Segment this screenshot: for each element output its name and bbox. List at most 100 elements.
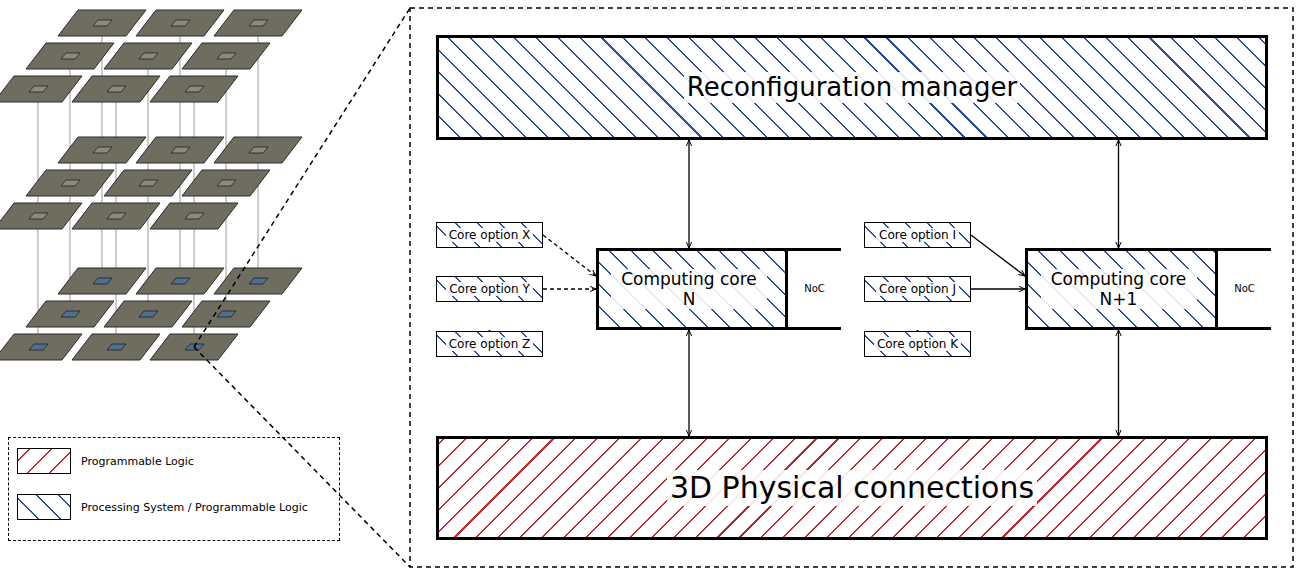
tile-core: [61, 53, 80, 59]
vertical-link: [38, 89, 39, 216]
box-label: Computing core N+1: [1041, 269, 1197, 310]
tile-core: [93, 20, 112, 26]
legend-entry: Processing System / Programmable Logic: [17, 494, 308, 520]
vertical-link: [226, 56, 227, 183]
chip-tile: [72, 76, 160, 102]
chip-tile: [26, 43, 114, 69]
noc-section: NoC: [1215, 248, 1271, 330]
tile-core: [217, 311, 236, 317]
box-label: Core option I: [876, 228, 959, 242]
connector-arrow: [543, 288, 596, 289]
zoom-frame: [410, 8, 1293, 567]
chip-tile: [58, 137, 146, 163]
chip-tile: [26, 301, 114, 327]
box-label: Core option J: [876, 282, 959, 296]
vertical-link: [70, 56, 71, 183]
chip-tile: [182, 43, 270, 69]
legend-label: Processing System / Programmable Logic: [81, 501, 308, 514]
chip-tile: [104, 43, 192, 69]
chip-tile: [58, 268, 146, 294]
component-box: Core option I: [864, 222, 971, 248]
box-label: Core option Z: [446, 337, 534, 351]
tile-core: [61, 311, 80, 317]
legend-box: Programmable LogicProcessing System / Pr…: [8, 437, 340, 541]
chip-tile: [26, 170, 114, 196]
chip-tile: [104, 170, 192, 196]
box-label: Core option K: [874, 337, 961, 351]
legend-label: Programmable Logic: [81, 455, 194, 468]
tile-core: [93, 147, 112, 153]
chip-tile: [136, 137, 224, 163]
tile-core: [171, 278, 190, 284]
box-label: Computing core N: [611, 269, 767, 310]
tile-core: [29, 86, 48, 92]
noc-label: NoC: [1231, 283, 1258, 295]
noc-section: NoC: [785, 248, 841, 330]
connector-arrow: [688, 140, 689, 248]
tile-core: [107, 86, 126, 92]
tile-core: [249, 147, 268, 153]
tile-core: [217, 180, 236, 186]
connector-arrow: [1118, 140, 1119, 248]
chip-tile: [0, 76, 82, 102]
tile-core: [139, 311, 158, 317]
connector-arrow: [543, 235, 596, 276]
component-box: Computing core N+1 NoC: [1025, 248, 1268, 330]
chip-tile: [150, 76, 238, 102]
zoom-line: [194, 8, 410, 347]
connector-arrow: [971, 288, 1025, 289]
tile-core: [185, 86, 204, 92]
tile-core: [185, 213, 204, 219]
chip-tile: [0, 203, 82, 229]
box-label: Core option Y: [446, 282, 533, 296]
legend-swatch: [17, 448, 71, 474]
component-box: 3D Physical connections: [436, 436, 1268, 540]
connector-arrow: [688, 330, 689, 436]
chip-tile: [136, 268, 224, 294]
tile-core: [171, 20, 190, 26]
chip-tile: [58, 10, 146, 36]
component-box: Core option J: [864, 276, 971, 302]
tile-core: [139, 53, 158, 59]
chip-tile: [182, 301, 270, 327]
tile-core: [249, 278, 268, 284]
legend-swatch: [17, 494, 71, 520]
tile-grid: [0, 10, 302, 360]
chip-tile: [0, 334, 82, 360]
connector-arrow: [971, 235, 1025, 276]
tile-core: [29, 213, 48, 219]
chip-tile: [104, 301, 192, 327]
chip-tile: [72, 203, 160, 229]
chip-tile: [72, 334, 160, 360]
tile-core: [249, 20, 268, 26]
chip-tile: [150, 203, 238, 229]
tile-core: [61, 180, 80, 186]
component-box: Reconfiguration manager: [436, 35, 1268, 140]
tile-core: [29, 344, 48, 350]
component-box: Core option Z: [436, 331, 543, 357]
tile-core: [107, 213, 126, 219]
chip-tile: [214, 10, 302, 36]
component-box: Core option Y: [436, 276, 543, 302]
chip-tile: [182, 170, 270, 196]
tile-core: [107, 344, 126, 350]
box-label: Reconfiguration manager: [684, 72, 1020, 103]
box-label: 3D Physical connections: [667, 470, 1037, 506]
component-box: Computing core N NoC: [596, 248, 838, 330]
tile-core: [139, 180, 158, 186]
chip-tile: [214, 137, 302, 163]
tile-core: [217, 53, 236, 59]
box-label: Core option X: [446, 228, 534, 242]
component-box: Core option K: [864, 331, 971, 357]
legend-entry: Programmable Logic: [17, 448, 194, 474]
chip-tile: [136, 10, 224, 36]
zoom-line: [194, 347, 410, 567]
vertical-link: [258, 23, 259, 150]
chip-tile: [214, 268, 302, 294]
tile-core: [171, 147, 190, 153]
tile-core: [93, 278, 112, 284]
vertical-link: [148, 56, 149, 183]
connector-arrow: [1118, 330, 1119, 436]
noc-label: NoC: [801, 283, 828, 295]
